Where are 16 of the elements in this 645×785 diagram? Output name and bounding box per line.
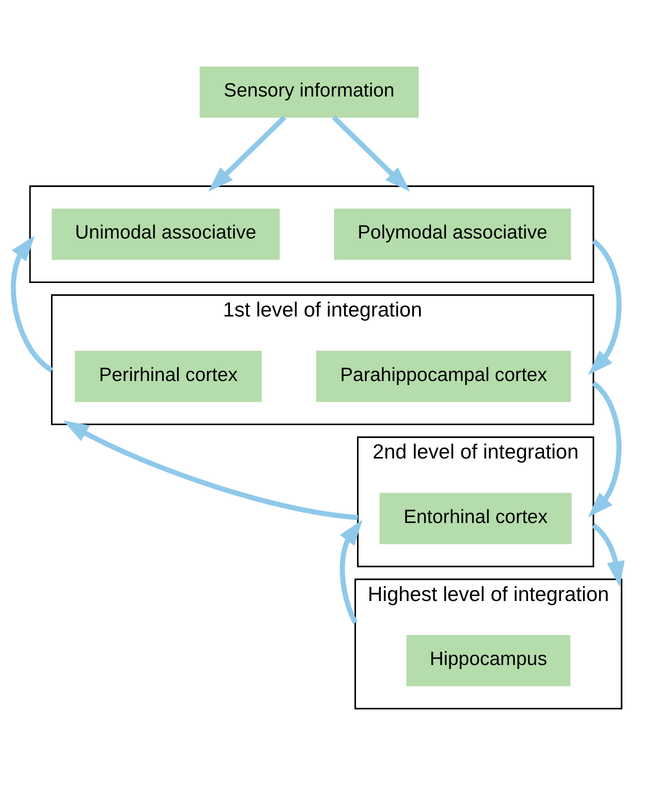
node-box: Parahippocampal cortex: [316, 350, 571, 402]
arrow: [10, 235, 54, 372]
arrow: [63, 420, 358, 520]
node-box: Perirhinal cortex: [74, 350, 262, 402]
arrow: [588, 238, 622, 375]
node-box: Sensory information: [200, 66, 419, 118]
arrow: [588, 380, 622, 517]
arrow: [592, 522, 625, 586]
arrow: [332, 115, 410, 192]
node-box: Unimodal associative: [52, 208, 280, 260]
node-box: Polymodal associative: [334, 208, 571, 260]
node-box: Hippocampus: [406, 634, 570, 686]
arrow: [208, 115, 286, 192]
arrow: [340, 519, 362, 624]
node-box: Entorhinal cortex: [380, 492, 572, 544]
cluster: [29, 184, 594, 282]
